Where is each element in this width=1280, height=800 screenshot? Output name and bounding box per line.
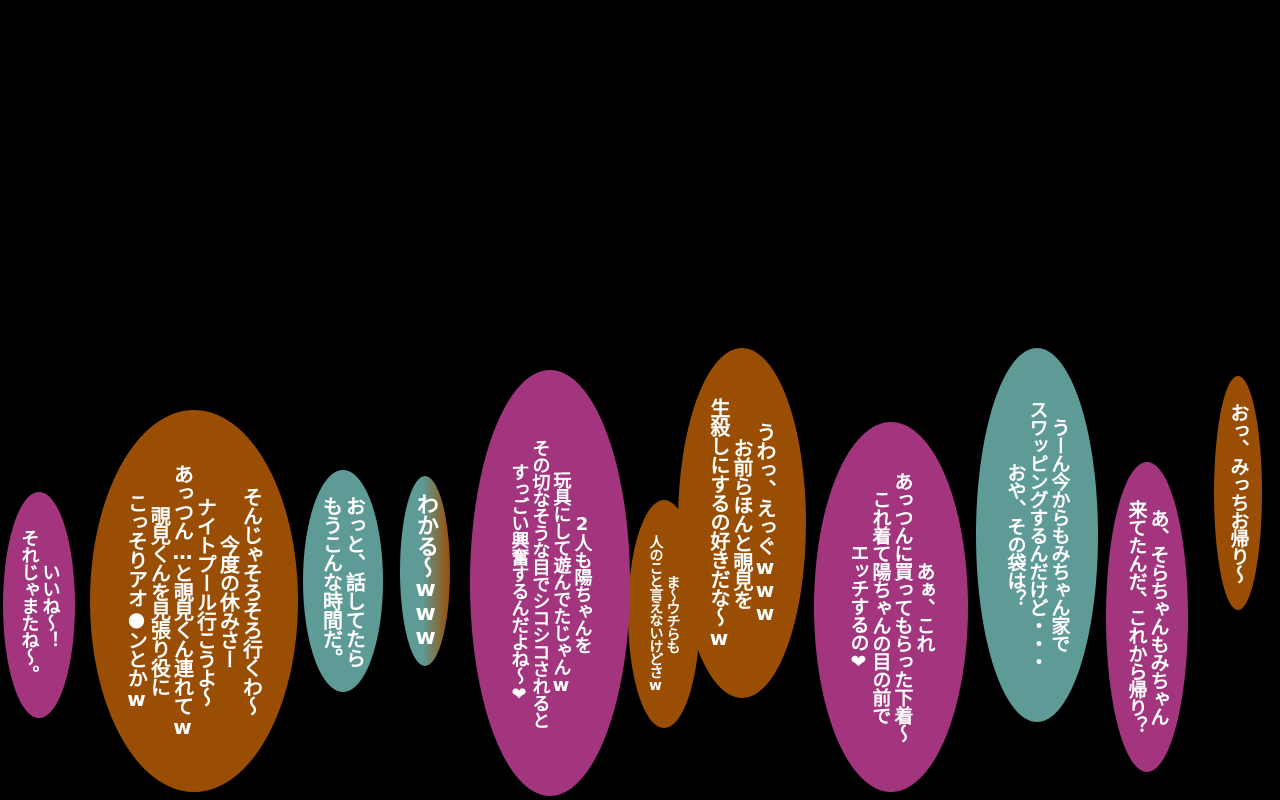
speech-bubble-10: あ、そらちゃんもみちゃん 来てたんだ、これから帰り？: [1106, 462, 1188, 772]
speech-bubble-8: あぁ、これ あっつんに買ってもらった下着～ これ着て陽ちゃんの目の前で エッチす…: [814, 422, 968, 792]
bubble-line: そんじゃそろそろ行くわ～: [239, 487, 264, 715]
bubble-line: 玩具にして遊んでたじゃんw: [550, 471, 572, 695]
bubble-line: うわっ、えっぐwww: [753, 422, 777, 624]
bubble-line: おっ、みっちお帰り～: [1227, 403, 1250, 583]
bubble-line: 人のこと言えないけどさw: [647, 535, 664, 693]
bubble-line: あ、そらちゃんもみちゃん: [1147, 509, 1170, 725]
bubble-line: エッチするの❤: [847, 542, 870, 672]
bubble-line: これ着て陽ちゃんの目の前で: [869, 490, 892, 724]
bubble-line: わかる～www: [413, 493, 438, 649]
bubble-line: すっごい興奮するんだよね～❤: [508, 462, 530, 704]
bubble-line: その切なそうな目でシコシコされると: [529, 438, 551, 728]
speech-bubble-9: うーん今からもみちゃん家で スワッピングするんだけど・・・ おや、その袋は？: [976, 348, 1098, 722]
bubble-line: 今度の休みさー: [216, 534, 241, 668]
bubble-line: お前らほんと覗見を: [730, 437, 754, 609]
bubble-line: あぁ、これ: [913, 562, 936, 652]
speech-bubble-5: 2人も陽ちゃんを 玩具にして遊んでたじゃんw その切なそうな目でシコシコされると…: [470, 370, 630, 796]
bubble-line: スワッピングするんだけど・・・: [1026, 400, 1049, 670]
bubble-line: おっと、話してたら: [342, 495, 367, 667]
speech-bubble-1: いいね～！ それじゃまたね～。: [3, 492, 75, 718]
bubble-line: ナイトプール行こうよ～: [193, 496, 218, 706]
bubble-line: おや、その袋は？: [1004, 463, 1027, 607]
bubble-line: いいね～！: [39, 562, 61, 648]
bubble-line: あっつんに買ってもらった下着～: [891, 472, 914, 742]
bubble-line: もうこんな時間だ。: [319, 495, 344, 667]
bubble-line: 来てたんだ、これから帰り？: [1125, 500, 1148, 734]
bubble-line: ま～ウチらも: [664, 575, 681, 653]
bubble-line: あっつん…と覗見くん連れてw: [170, 464, 195, 738]
bubble-line: 覗見くんを見張り役に: [147, 506, 172, 696]
bubble-line: こっそりアオ●ンとかw: [124, 492, 149, 710]
speech-bubble-2: そんじゃそろそろ行くわ～ 今度の休みさー ナイトプール行こうよ～ あっつん…と覗…: [90, 410, 298, 792]
bubble-line: それじゃまたね～。: [18, 528, 40, 682]
speech-bubble-7: うわっ、えっぐwww お前らほんと覗見を 生殺しにするの好きだな～w: [678, 348, 806, 698]
bubble-line: うーん今からもみちゃん家で: [1048, 418, 1071, 652]
bubble-line: 生殺しにするの好きだな～w: [707, 397, 731, 649]
speech-bubble-4: わかる～www: [400, 476, 450, 666]
bubble-line: 2人も陽ちゃんを: [571, 513, 593, 653]
speech-bubble-11: おっ、みっちお帰り～: [1214, 376, 1262, 610]
speech-bubble-3: おっと、話してたら もうこんな時間だ。: [303, 470, 383, 692]
speech-bubble-6: ま～ウチらも 人のこと言えないけどさw: [628, 500, 700, 728]
